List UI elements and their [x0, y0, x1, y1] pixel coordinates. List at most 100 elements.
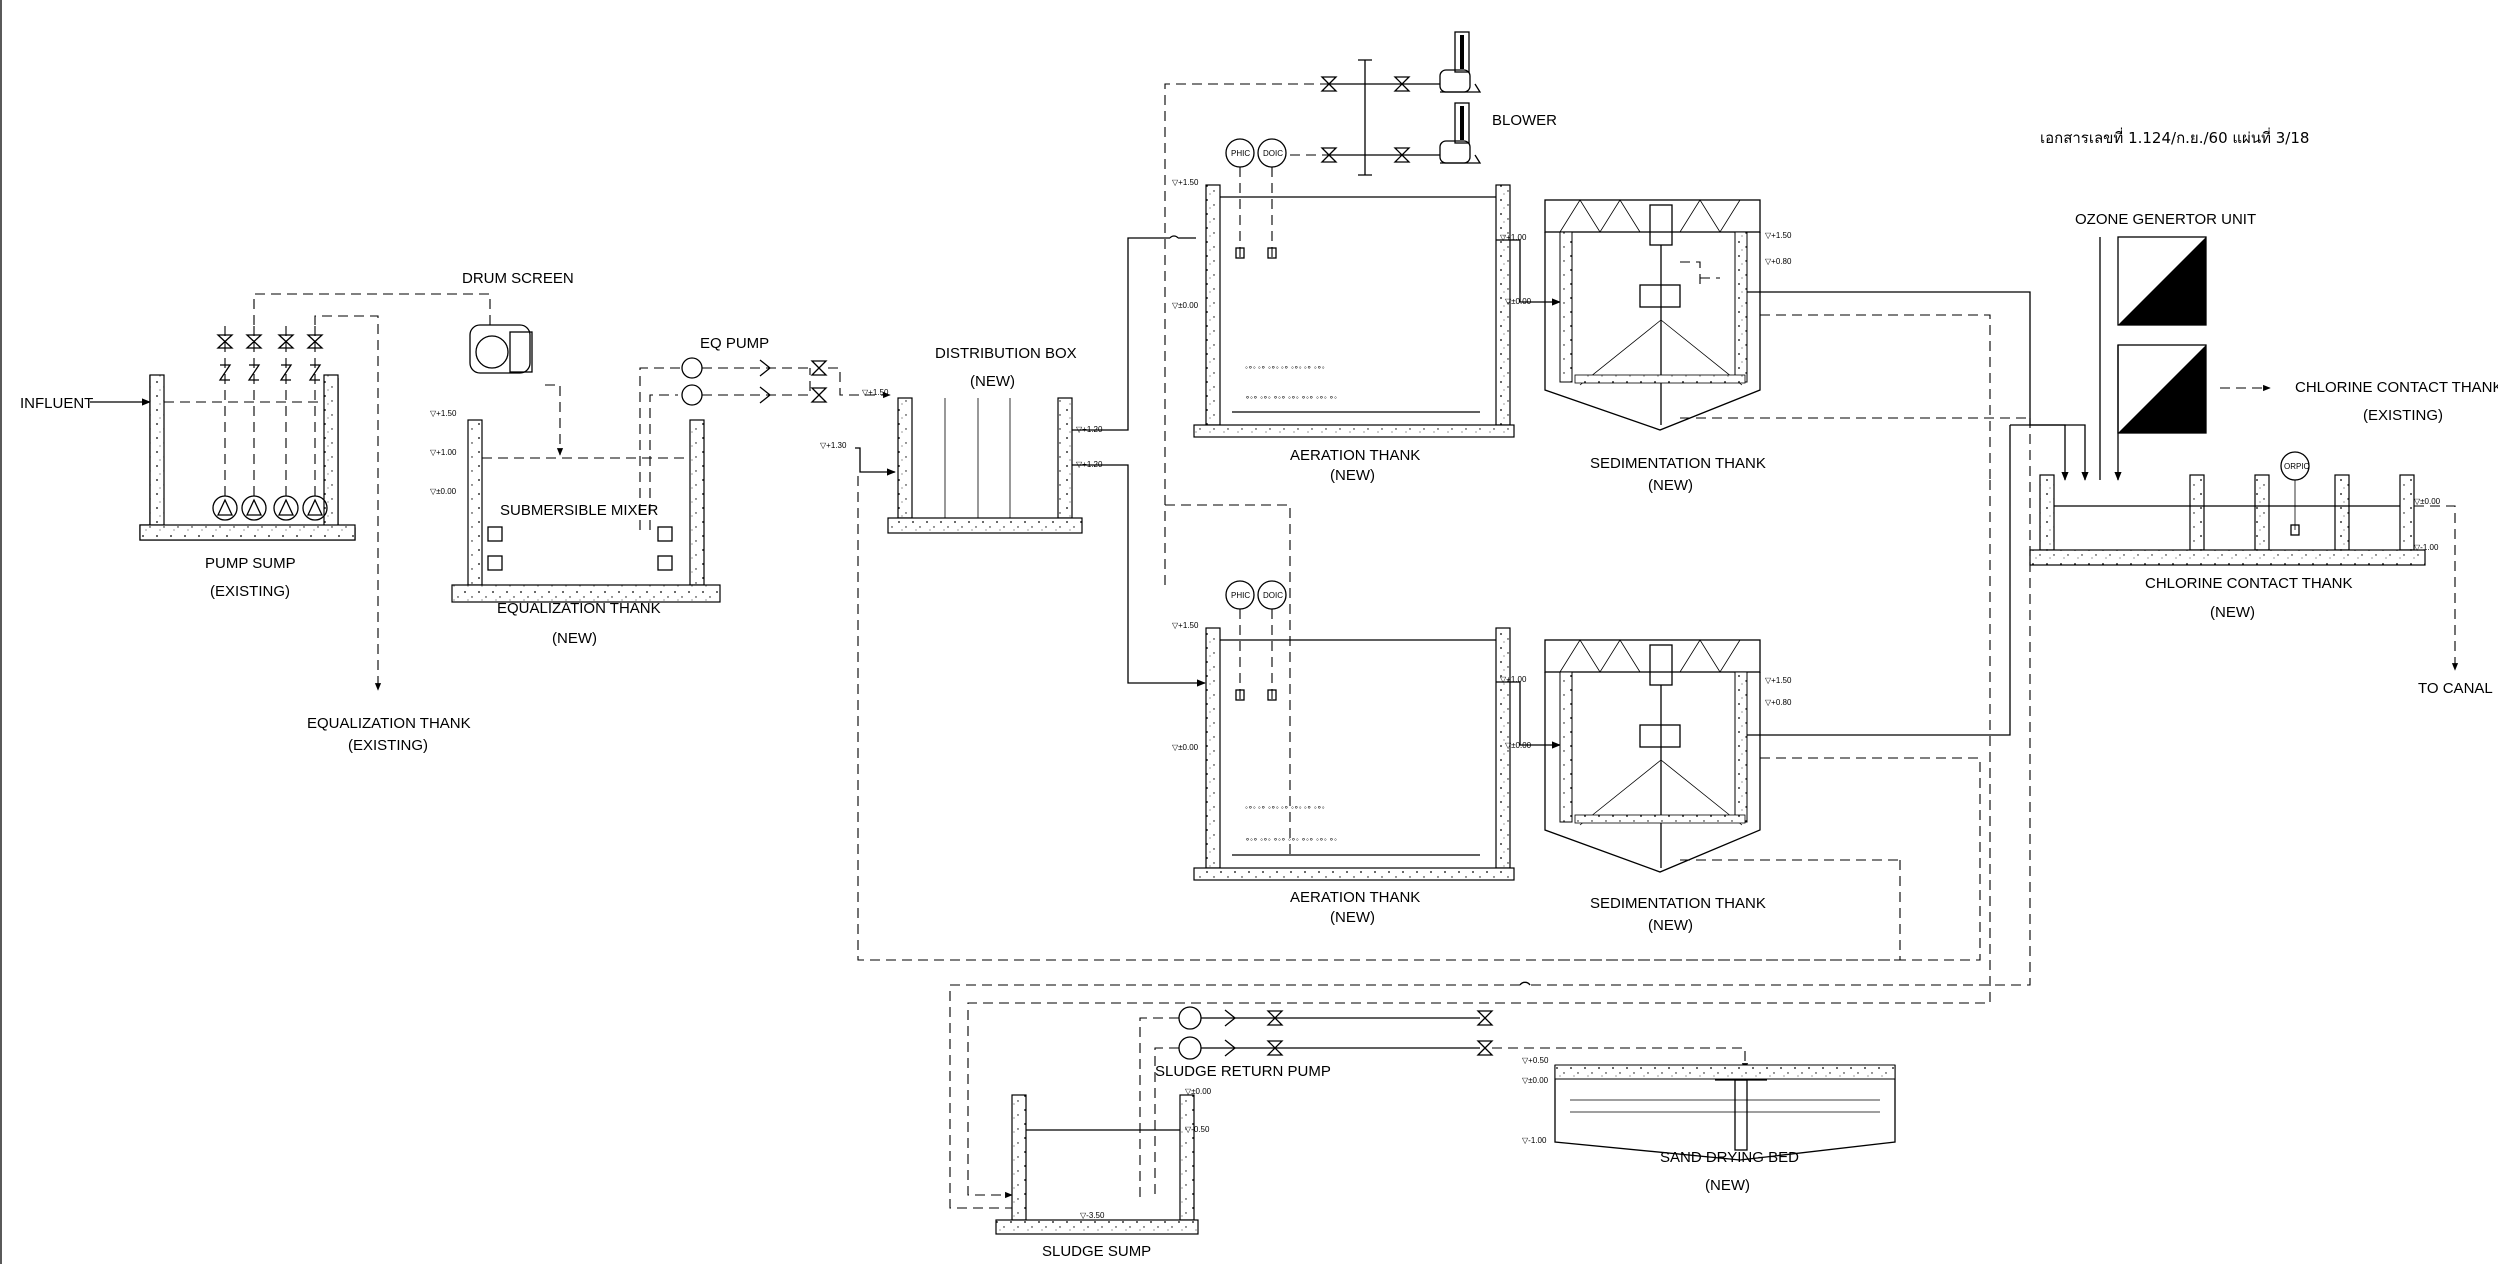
sludge-pump-discharge	[1201, 1017, 1480, 1049]
aer1-to-sed1	[1496, 239, 1561, 306]
eq-pump-suction	[639, 367, 680, 530]
ccl-wall-5	[2399, 474, 2415, 551]
sump-pump-2-icon	[245, 498, 263, 516]
distribution-box-status: (NEW)	[970, 373, 1015, 390]
ccl-level-m100: ▽-1.00	[2414, 543, 2439, 552]
aer1-phic-label: PHIC	[1231, 149, 1250, 158]
drum-screen-body	[469, 324, 531, 374]
pump-sump-base	[139, 524, 356, 541]
equalization-existing-label: EQUALIZATION THANK	[307, 715, 471, 732]
pipe-to-distribution-box	[828, 367, 891, 399]
sludge-sump-label: SLUDGE SUMP	[1042, 1243, 1151, 1260]
mixer-icon-4	[657, 555, 673, 571]
ozone-unit-label: OZONE GENERTOR UNIT	[2075, 211, 2256, 228]
sump-pump-4-icon	[306, 498, 324, 516]
distribution-box-label: DISTRIBUTION BOX	[935, 345, 1077, 362]
sump-pumps	[212, 495, 328, 521]
pipe-to-aeration-2	[1072, 464, 1206, 687]
pump-sump-status: (EXISTING)	[210, 583, 290, 600]
eq-tank-base	[451, 584, 721, 603]
waste-sludge-line-2	[967, 480, 1991, 1199]
aer2-level-150: ▽+1.50	[1172, 621, 1199, 630]
chlorine-out-label: CHLORINE CONTACT THANK	[2295, 379, 2498, 396]
blower-valve-icons-b	[1393, 76, 1411, 163]
pipe-to-aeration-1	[1072, 237, 1196, 431]
sump-level-m350: ▽-3.50	[1080, 1211, 1105, 1220]
orpic-label: ORPIC	[2284, 462, 2310, 471]
distribution-box: DISTRIBUTION BOX (NEW) ▽+1.50 ▽+1.30 ▽+1…	[820, 345, 1103, 534]
eq-pump-label: EQ PUMP	[700, 335, 769, 352]
mixer-icon-3	[657, 526, 673, 542]
sed1-hopper	[1544, 232, 1761, 431]
equalization-tank-new: ▽+1.50 ▽+1.00 ▽±0.00 SUBMERSIBLE MIXER E…	[430, 367, 721, 647]
dist-box-base	[887, 517, 1083, 534]
sdb-level-050: ▽+0.50	[1522, 1056, 1549, 1065]
sump-valve-icons	[216, 334, 324, 349]
sed1-sludge-waste	[1760, 314, 1991, 480]
sand-bed-top	[1554, 1064, 1896, 1080]
svg-text:◦∘◦ ◦∘ ◦∘◦ ◦∘ ◦∘◦ ◦∘ ◦∘◦: ◦∘◦ ◦∘ ◦∘◦ ◦∘ ◦∘◦ ◦∘ ◦∘◦	[1245, 803, 1325, 812]
eq-tank-wall-right	[689, 419, 705, 586]
sed1-scraper-blades	[1574, 374, 1746, 384]
equalization-existing-status: (EXISTING)	[348, 737, 428, 754]
air-header	[1164, 83, 1330, 855]
eq-check-valve-icons	[759, 359, 772, 404]
sludge-sump: ▽±0.00 ▽-0.50 ▽-3.50 SLUDGE SUMP	[995, 1087, 1212, 1260]
aer2-to-sed2	[1496, 681, 1561, 749]
dist-box-weirs	[944, 398, 1011, 518]
sludge-return-pump-label: SLUDGE RETURN PUMP	[1155, 1063, 1331, 1080]
drum-screen-outlet	[545, 384, 564, 456]
sed2-bridge-truss	[1559, 639, 1741, 673]
aer1-level-000: ▽±0.00	[1172, 301, 1199, 310]
blowers: BLOWER	[1164, 31, 1557, 855]
influent-label: INFLUENT	[20, 395, 93, 412]
sludge-sump-wall-left	[1011, 1094, 1027, 1221]
eq-pumps: EQ PUMP	[681, 335, 891, 406]
sludge-check-valve-icons	[1224, 1009, 1237, 1057]
aeration-1-wall-left	[1205, 184, 1221, 426]
sed2-effluent	[1747, 425, 2011, 736]
sand-drying-bed-status: (NEW)	[1705, 1177, 1750, 1194]
sedimentation-1-label: SEDIMENTATION THANK	[1590, 455, 1766, 472]
sed1-bridge-truss	[1559, 199, 1741, 233]
dist-level-150: ▽+1.50	[862, 388, 889, 397]
sed1-wall-left	[1559, 231, 1573, 383]
chlorine-contact-tank: ORPIC ▽±0.00 ▽-1.00 CHLORINE CONTACT THA…	[2010, 424, 2493, 697]
blower-2-icon	[1439, 102, 1482, 164]
aer1-do-probe	[1267, 247, 1277, 259]
svg-text:∘◦∘ ◦∘◦ ∘◦∘ ◦∘◦ ∘◦∘ ◦∘◦ ∘◦: ∘◦∘ ◦∘◦ ∘◦∘ ◦∘◦ ∘◦∘ ◦∘◦ ∘◦	[1245, 835, 1337, 844]
orp-probe-tip	[2290, 524, 2300, 536]
sed1-level-080: ▽+0.80	[1765, 257, 1792, 266]
sed2-center-well	[1639, 724, 1681, 748]
sand-bed-outline	[1554, 1065, 1896, 1161]
pipe-to-sand-drying-bed	[1492, 1047, 1749, 1071]
sand-bed-layers	[1570, 1099, 1880, 1113]
chlorine-tank-label: CHLORINE CONTACT THANK	[2145, 575, 2353, 592]
sed1-wall-right	[1734, 231, 1748, 383]
sdb-level-m100: ▽-1.00	[1522, 1136, 1547, 1145]
sludge-return-inlet	[855, 447, 896, 476]
sed1-bridge	[1544, 199, 1761, 233]
drum-screen-label: DRUM SCREEN	[462, 270, 574, 287]
sludge-pump-2-icon	[1178, 1036, 1202, 1060]
sludge-pump-1-icon	[1178, 1006, 1202, 1030]
aeration-1-status: (NEW)	[1330, 467, 1375, 484]
sed1-scraper-arms	[1579, 319, 1743, 386]
blower-label: BLOWER	[1492, 112, 1557, 129]
sludge-gate-valve-icons	[1266, 1010, 1284, 1056]
sdb-level-000: ▽±0.00	[1522, 1076, 1549, 1085]
aer2-diffuser-bubbles: ◦∘◦ ◦∘ ◦∘◦ ◦∘ ◦∘◦ ◦∘ ◦∘◦ ∘◦∘ ◦∘◦ ∘◦∘ ◦∘◦…	[1245, 803, 1337, 844]
aer1-instrument-probes	[1239, 167, 1273, 260]
dist-box-wall-right	[1057, 397, 1073, 519]
submersible-mixer-label: SUBMERSIBLE MIXER	[500, 502, 659, 519]
mixer-icon-2	[487, 555, 503, 571]
blower-lines	[1330, 83, 1440, 156]
sludge-line-crossover	[1519, 981, 1531, 986]
sedimentation-2-label: SEDIMENTATION THANK	[1590, 895, 1766, 912]
sed1-scum-line	[1680, 261, 1720, 290]
ozone-unit-2-icon	[2118, 345, 2206, 433]
aeration-2-label: AERATION THANK	[1290, 889, 1420, 906]
sed2-wall-right	[1734, 671, 1748, 823]
aer2-instrument-probes	[1239, 609, 1273, 700]
